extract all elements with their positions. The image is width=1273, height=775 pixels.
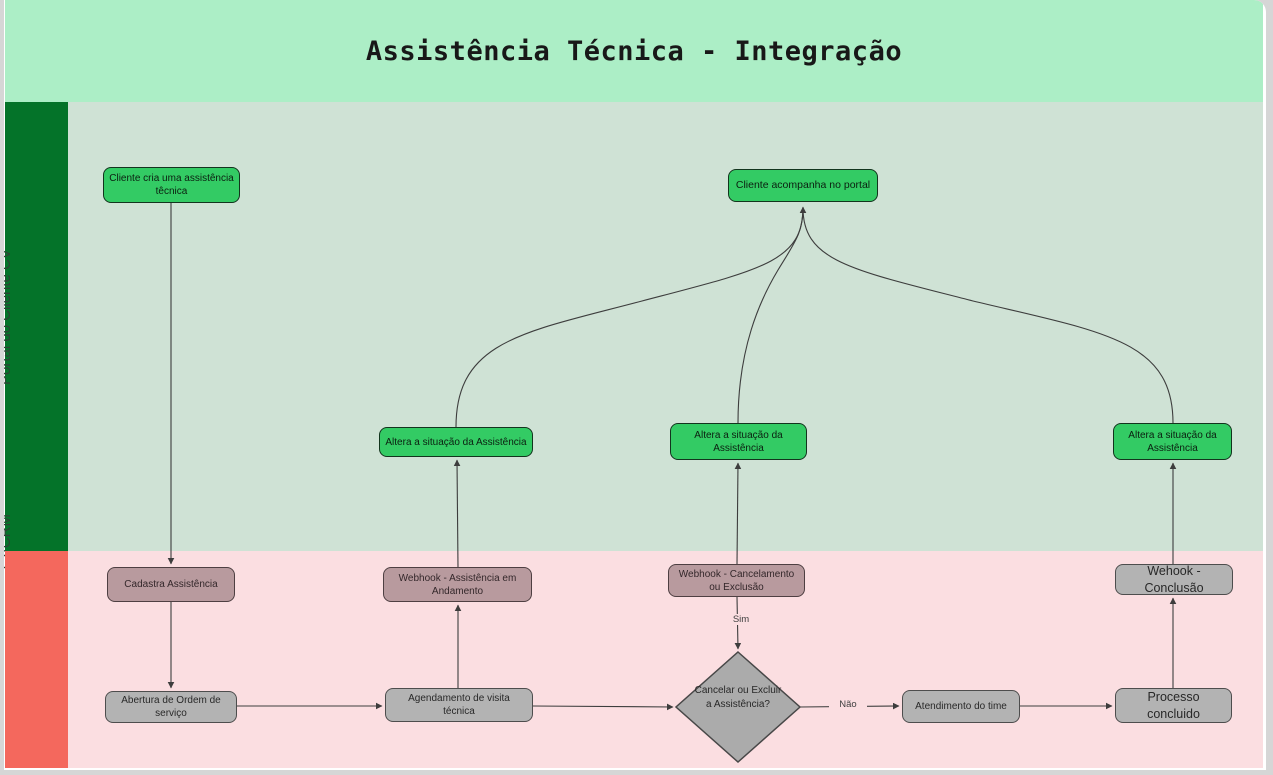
node-abertura-ordem-servico: Abertura de Ordem de serviço: [105, 691, 237, 723]
edge-label-nao: Não: [829, 699, 867, 710]
node-webhook-cancelamento: Webhook - Cancelamento ou Exclusão: [668, 564, 805, 597]
flowchart: Assistência Técnica - Integração Portal …: [4, 0, 1263, 768]
node-webhook-andamento: Webhook - Assistência em Andamento: [383, 567, 532, 602]
node-atendimento-time: Atendimento do time: [902, 690, 1020, 723]
lane-header-sienge: Sienge: [5, 551, 68, 768]
node-altera-situacao-2: Altera a situação da Assistência: [670, 423, 807, 460]
node-wehook-conclusao: Wehook - Conclusão: [1115, 564, 1233, 595]
node-cliente-cria-assistencia: Cliente cria uma assistência têcnica: [103, 167, 240, 203]
lane-header-green: Portal do Cliente CV CVCRM: [4, 102, 68, 570]
edge-label-sim: Sim: [724, 614, 758, 625]
diagram-title: Assistência Técnica - Integração: [365, 35, 903, 67]
node-cadastra-assistencia: Cadastra Assistência: [107, 567, 235, 602]
node-processo-concluido: Processo concluido: [1115, 688, 1232, 723]
node-altera-situacao-3: Altera a situação da Assistência: [1113, 423, 1232, 460]
decision-label: Cancelar ou Excluir a Assistência?: [694, 685, 782, 710]
diagram-canvas: Assistência Técnica - Integração Portal …: [4, 0, 1266, 770]
node-cliente-acompanha-portal: Cliente acompanha no portal: [728, 169, 878, 202]
node-altera-situacao-1: Altera a situação da Assistência: [379, 427, 533, 457]
title-band: Assistência Técnica - Integração: [5, 0, 1263, 102]
node-agendamento-visita: Agendamento de visita técnica: [385, 688, 533, 722]
lane-label-portal: Portal do Cliente CV: [4, 249, 14, 385]
